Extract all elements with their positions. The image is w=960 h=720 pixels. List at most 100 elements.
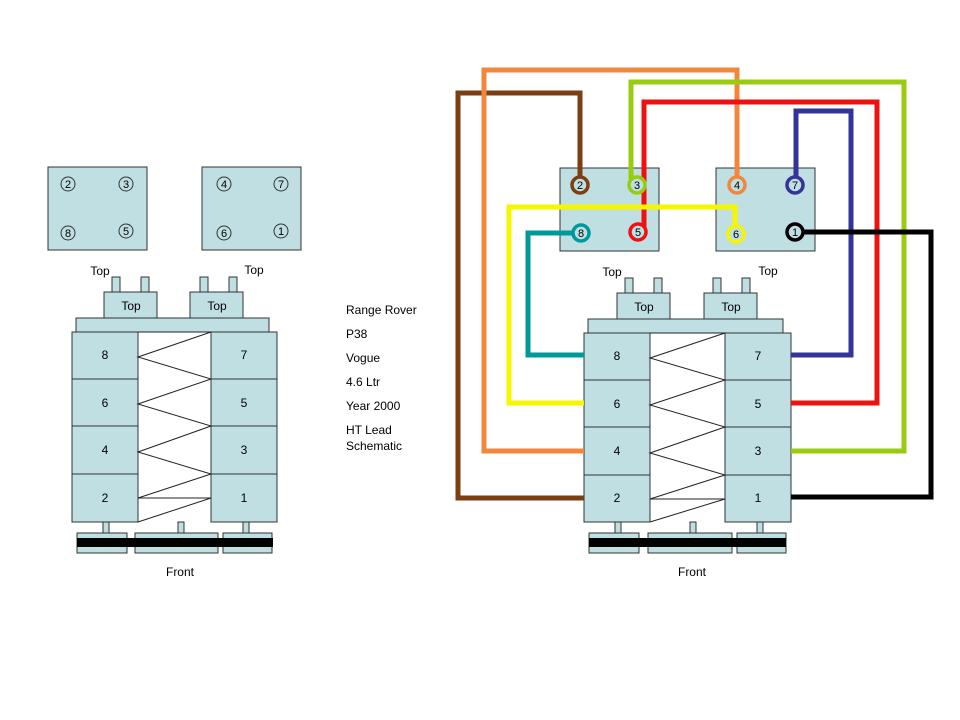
pulley-shaft	[756, 521, 764, 534]
cap-top	[703, 292, 758, 320]
cylinder-number: 2	[614, 491, 621, 505]
note-trim: Vogue	[346, 351, 381, 365]
coil-top-label: Top	[758, 264, 778, 278]
cap-prong	[111, 276, 121, 293]
coil-terminal	[273, 223, 289, 239]
ht-lead-1	[791, 229, 934, 500]
cap-top-label: Top	[207, 299, 227, 313]
cylinder-number: 1	[241, 491, 248, 505]
cap-prong	[741, 277, 751, 294]
cap-prong	[712, 277, 722, 294]
cylinder-number: 8	[102, 348, 109, 362]
cap-prong	[140, 276, 150, 293]
cylinder-number: 7	[755, 349, 762, 363]
firing-order-zigzag	[136, 331, 213, 523]
engine-top-plate	[587, 318, 784, 334]
coil-terminal-label: 6	[733, 229, 739, 241]
vehicle-notes: Range Rover P38 Vogue 4.6 Ltr Year 2000 …	[346, 302, 436, 453]
ht-leads	[455, 67, 934, 501]
coil-terminal	[785, 175, 805, 195]
coil-top-label: Top	[602, 265, 622, 279]
cylinder-number: 2	[102, 491, 109, 505]
pulley-shaft	[177, 521, 185, 534]
ht-lead-7	[791, 108, 854, 358]
left-engine: 2 3 8 5 4 7 6 1 Top Top Top Top	[47, 166, 302, 579]
coil-terminal-label: 2	[65, 179, 71, 191]
engine-top-plate	[75, 317, 270, 333]
cap-top-label: Top	[634, 300, 654, 314]
right-bank	[210, 331, 278, 523]
ht-lead-5	[641, 99, 880, 406]
firing-order-zigzag	[648, 332, 727, 523]
ht-lead-2	[455, 90, 584, 501]
cylinder-number: 7	[241, 348, 248, 362]
cap-top-label: Top	[121, 299, 141, 313]
front-belt	[77, 538, 273, 547]
coil-terminal	[570, 175, 590, 195]
right-engine: Top Top Top Top 8 6 4 2 7 5 3 1	[559, 167, 816, 579]
cap-prong	[624, 277, 634, 294]
note-model: P38	[346, 327, 368, 341]
front-belt	[589, 538, 786, 547]
coil-terminal-label: 1	[792, 227, 798, 239]
coil-terminal-label: 4	[734, 180, 740, 192]
coil-terminal-label: 7	[278, 179, 284, 191]
cylinder-number: 3	[241, 443, 248, 457]
left-coil-b-terminals: 4 7 6 1	[216, 176, 289, 241]
left-bank	[71, 331, 139, 523]
cap-top	[616, 292, 671, 320]
coil-terminal-label: 2	[577, 180, 583, 192]
coil-terminal	[627, 175, 647, 195]
cap-top-label: Top	[721, 300, 741, 314]
coil-top-label: Top	[244, 263, 264, 277]
coil-terminal	[727, 175, 747, 195]
cap-prong	[653, 277, 663, 294]
ht-lead-3	[628, 79, 907, 454]
coil-terminal	[273, 176, 289, 192]
note-year: Year 2000	[346, 399, 401, 413]
coil-terminal	[60, 225, 76, 241]
pulley-shaft	[689, 521, 697, 534]
left-coil-a-terminals: 2 3 8 5	[60, 176, 134, 241]
coil-terminal	[60, 176, 76, 192]
coil-terminal-label: 6	[221, 228, 227, 240]
pulley-shaft	[242, 521, 250, 534]
coil-terminal-label: 7	[792, 180, 798, 192]
ht-lead-6	[506, 204, 738, 406]
note-engine: 4.6 Ltr	[346, 375, 381, 389]
coil-terminal-label: 8	[65, 228, 71, 240]
front-label: Front	[678, 565, 707, 579]
coil-terminal	[785, 222, 805, 242]
coil-terminal	[571, 223, 591, 243]
coil-terminal-label: 5	[123, 226, 129, 238]
cylinder-number: 4	[102, 443, 109, 457]
cap-prong	[228, 276, 238, 293]
coil-top-label: Top	[90, 264, 110, 278]
note-make: Range Rover	[346, 303, 417, 317]
left-coil-pack-b	[201, 166, 302, 251]
cap-prong	[199, 276, 209, 293]
ht-lead-4	[481, 67, 740, 454]
cylinder-number: 6	[102, 396, 109, 410]
coil-terminal	[628, 222, 648, 242]
coil-terminal-label: 5	[635, 227, 641, 239]
right-coil-terminals: 2 3 8 5 4 7 6 1	[570, 175, 805, 244]
cylinder-number: 8	[614, 349, 621, 363]
ht-lead-8	[525, 230, 584, 358]
cylinder-number: 5	[755, 397, 762, 411]
cylinder-number: 3	[755, 444, 762, 458]
pulley-shaft	[614, 521, 622, 534]
cylinder-number: 4	[614, 444, 621, 458]
coil-terminal-label: 1	[278, 226, 284, 238]
front-label: Front	[166, 565, 195, 579]
coil-terminal-label: 8	[578, 228, 584, 240]
cylinder-number: 1	[755, 491, 762, 505]
coil-terminal	[216, 225, 232, 241]
pulley-shaft	[102, 521, 110, 534]
coil-terminal	[118, 223, 134, 239]
cylinder-number: 5	[241, 396, 248, 410]
note-title: HT Lead Schematic	[346, 423, 403, 453]
coil-terminal	[726, 224, 746, 244]
coil-terminal-label: 3	[123, 179, 129, 191]
